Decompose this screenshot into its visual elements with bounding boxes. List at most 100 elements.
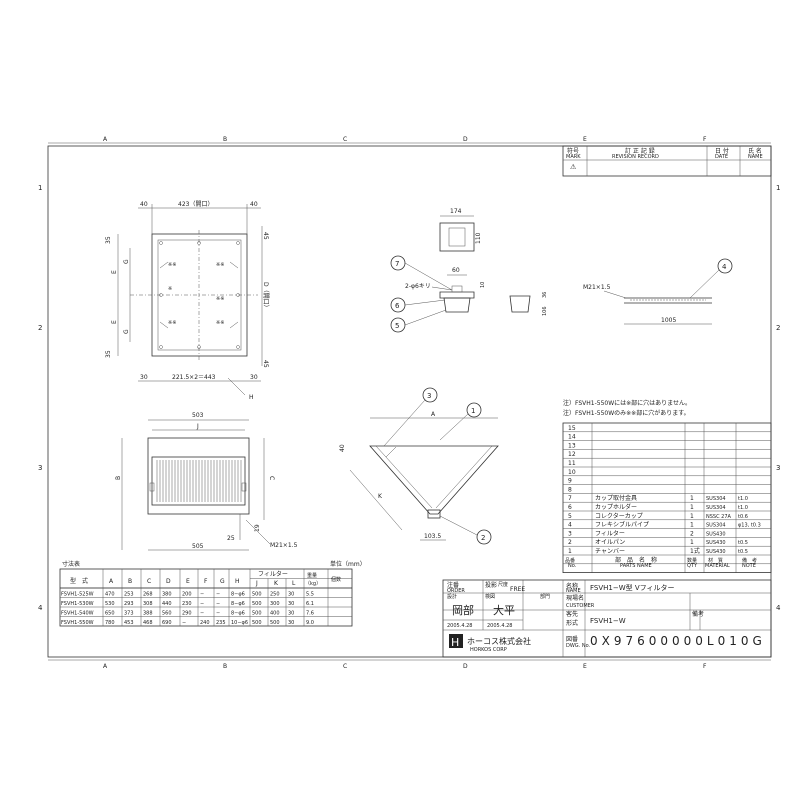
parts-row-no: 11 [568, 460, 576, 467]
dim-header-col: C [147, 578, 151, 585]
note-2: 注）FSVH1-550Wのみ※※部に穴があります。 [563, 409, 690, 417]
svg-text:氏 名: 氏 名 [748, 147, 762, 155]
parts-row-material: SUS430 [706, 549, 726, 555]
svg-text:CUSTOMER: CUSTOMER [566, 603, 595, 609]
svg-text:※※: ※※ [216, 262, 224, 268]
svg-text:尺度: 尺度 [498, 581, 508, 588]
svg-text:設計: 設計 [447, 593, 457, 600]
drawing-number: 0X97600000L010G [590, 634, 766, 648]
dim-table-cell: − [216, 601, 220, 607]
svg-text:訂 正 記 録: 訂 正 記 録 [625, 147, 655, 155]
parts-header-name: 部 品 名 称 [615, 556, 657, 564]
dim-table-cell: FSVH1-540W [61, 611, 94, 617]
dim-table-cell: 5.5 [306, 592, 314, 598]
title-block: 注番 ORDER 投影 尺度 FREE 名称 NAME FSVH1−W型 Vフィ… [442, 579, 772, 658]
dim-table-cell: 10−φ6 [231, 620, 248, 626]
dim-table-cell: 500 [270, 620, 280, 626]
hole-pattern [159, 241, 240, 349]
svg-text:K: K [378, 493, 383, 500]
dim-table-cell: 30 [288, 611, 294, 617]
svg-text:45: 45 [262, 360, 269, 368]
svg-text:※※: ※※ [168, 262, 176, 268]
dim-table-cell: 30 [288, 601, 294, 607]
svg-text:HORKOS CORP: HORKOS CORP [470, 647, 507, 653]
border-left-1: 1 [38, 184, 42, 192]
dim-table-title: 寸法表 [62, 560, 80, 568]
parts-row-note: t0.6 [738, 514, 748, 520]
dim-table-cell: 300 [270, 601, 280, 607]
dim-table-cell: − [216, 592, 220, 598]
dim-table-cell: 308 [143, 601, 153, 607]
parts-row-name: フレキシブルパイプ [595, 521, 649, 529]
svg-text:A: A [431, 411, 436, 418]
parts-header-no: 品番 [565, 557, 575, 564]
svg-text:103.5: 103.5 [424, 533, 441, 540]
svg-text:2005.4.28: 2005.4.28 [447, 623, 472, 629]
parts-row-no: 10 [568, 469, 576, 476]
dim-table-cell: − [200, 592, 204, 598]
svg-text:日 付: 日 付 [715, 147, 729, 155]
border-bottom-f: F [703, 663, 707, 670]
parts-row-no: 5 [568, 513, 572, 520]
svg-text:60: 60 [452, 267, 460, 274]
dim-table-cell: 560 [162, 611, 172, 617]
border-left-3: 3 [38, 464, 42, 472]
svg-text:注番: 注番 [447, 581, 459, 589]
svg-text:B: B [115, 476, 122, 480]
svg-text:174: 174 [450, 208, 462, 215]
svg-text:※: ※ [168, 286, 172, 292]
dim-table-cell: FSVH1-550W [61, 620, 94, 626]
parts-row-note: t0.5 [738, 540, 748, 546]
parts-row-no: 4 [568, 522, 572, 529]
dim-table-cell: 268 [143, 592, 153, 598]
svg-text:110: 110 [475, 232, 482, 244]
svg-text:1005: 1005 [661, 317, 676, 324]
border-bottom-a: A [103, 663, 108, 670]
svg-text:505: 505 [192, 543, 204, 550]
designer-name: 岡部 [452, 603, 474, 617]
svg-text:423（開口）: 423（開口） [178, 201, 213, 208]
svg-text:2-φ6キリ: 2-φ6キリ [405, 283, 431, 290]
parts-header-qty: 数量 [687, 557, 697, 564]
svg-text:503: 503 [192, 412, 204, 419]
border-top-b: B [223, 136, 227, 143]
filter-slats [156, 460, 242, 502]
dim-table-cell: 250 [270, 592, 280, 598]
dim-table-unit: 単位（mm） [330, 560, 366, 568]
note-1: 注）FSVH1-550Wには※部に穴はありません。 [563, 399, 691, 407]
svg-text:FSVH1−W型 Vフィルター: FSVH1−W型 Vフィルター [590, 583, 675, 592]
border-markers: A B C D E F A B C D E F 1 2 3 4 1 2 3 4 [38, 136, 781, 670]
parts-row-qty: 1式 [690, 547, 700, 555]
parts-row-note: t0.5 [738, 549, 748, 555]
svg-text:FSVH1−W: FSVH1−W [590, 617, 626, 625]
parts-row-name: コレクターカップ [595, 512, 643, 520]
dim-table-cell: 30 [288, 592, 294, 598]
border-top-c: C [343, 136, 347, 143]
dim-header-col: G [220, 578, 225, 585]
svg-text:40: 40 [339, 444, 346, 452]
parts-row-name: カップ取付金具 [595, 494, 637, 502]
parts-row-no: 15 [568, 425, 576, 432]
border-bottom-c: C [343, 663, 347, 670]
revision-triangle-icon: ⚠ [570, 163, 577, 171]
svg-text:35: 35 [105, 350, 112, 358]
dim-header-col: E [186, 578, 190, 585]
parts-row-no: 3 [568, 530, 572, 537]
dim-table-cell: 440 [162, 601, 172, 607]
border-left-4: 4 [38, 604, 43, 612]
parts-header-material: 材 質 [708, 557, 723, 564]
svg-text:H: H [249, 394, 254, 401]
dim-table-cell: 373 [124, 611, 134, 617]
parts-row-material: SUS430 [706, 540, 726, 546]
dim-table-cell: 8−φ6 [231, 611, 245, 617]
svg-text:D（開口）: D（開口） [262, 282, 269, 311]
svg-text:221.5×2＝443: 221.5×2＝443 [172, 374, 216, 381]
dim-header-col: A [109, 578, 114, 585]
front-view: 503 J B C 505 25 19 M21×1.5 [115, 412, 298, 551]
dim-table-cell: 8−φ6 [231, 592, 245, 598]
parts-row-material: SUS304 [706, 523, 726, 529]
parts-row-name: フィルター [595, 529, 625, 537]
dim-table-cell: 453 [124, 620, 134, 626]
dim-table-cell: 650 [105, 611, 115, 617]
svg-text:3: 3 [427, 392, 431, 400]
